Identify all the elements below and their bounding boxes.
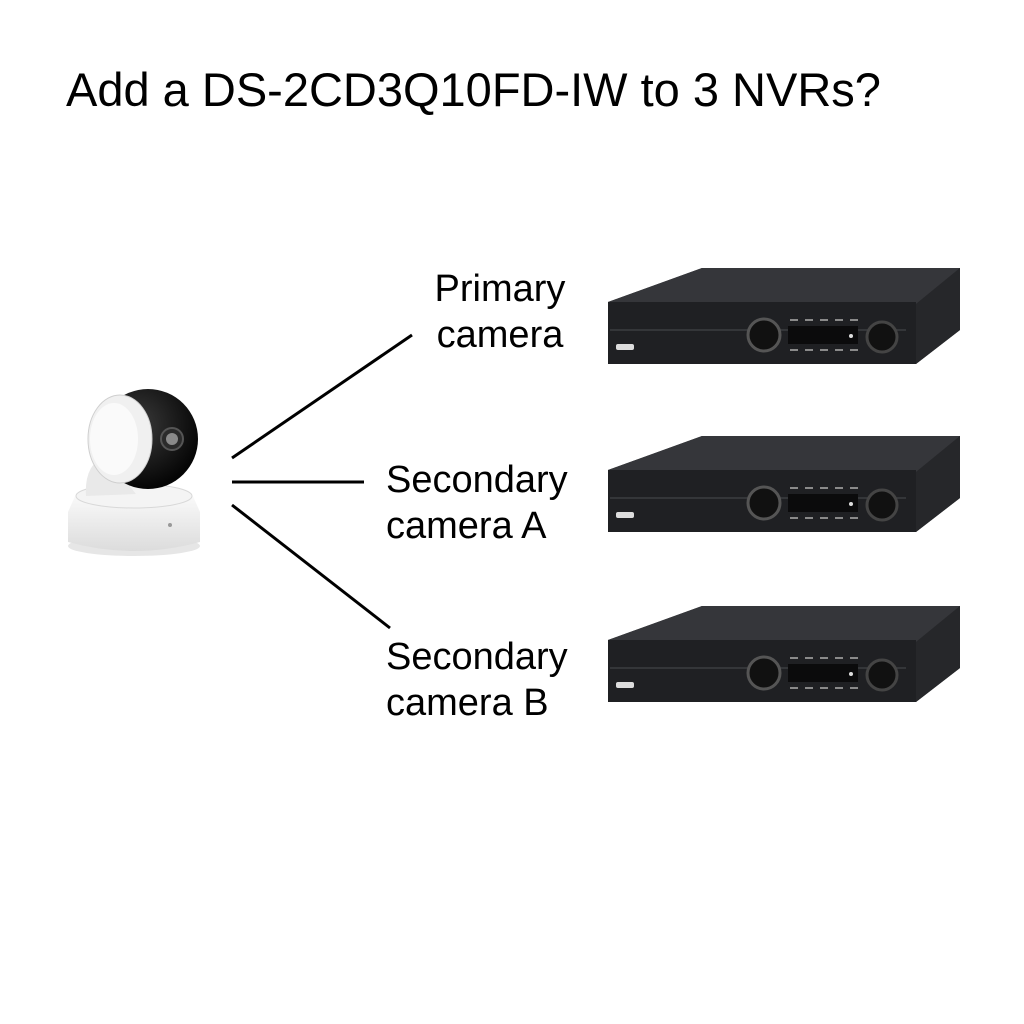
label-line: Secondary xyxy=(386,636,568,678)
diagram-title: Add a DS-2CD3Q10FD-IW to 3 NVRs? xyxy=(66,63,881,116)
nvr-3 xyxy=(606,602,964,706)
label-line: camera B xyxy=(386,682,549,724)
label-secondary-camera-a: Secondary camera A xyxy=(386,457,568,549)
nvr-2 xyxy=(606,432,964,536)
label-primary-camera: Primary camera xyxy=(420,266,580,358)
label-line: camera A xyxy=(386,505,547,547)
label-line: camera xyxy=(436,314,564,356)
nvr-device-icon xyxy=(608,268,960,364)
label-secondary-camera-b: Secondary camera B xyxy=(386,634,568,726)
ptz-camera-icon xyxy=(68,389,200,556)
label-line: Primary xyxy=(434,268,566,310)
nvr-device-icon xyxy=(608,606,960,702)
label-line: Secondary xyxy=(386,459,568,501)
connector-secondary-b xyxy=(231,503,391,630)
nvr-1 xyxy=(606,264,964,368)
nvr-device-icon xyxy=(608,436,960,532)
connector-primary xyxy=(231,333,413,460)
